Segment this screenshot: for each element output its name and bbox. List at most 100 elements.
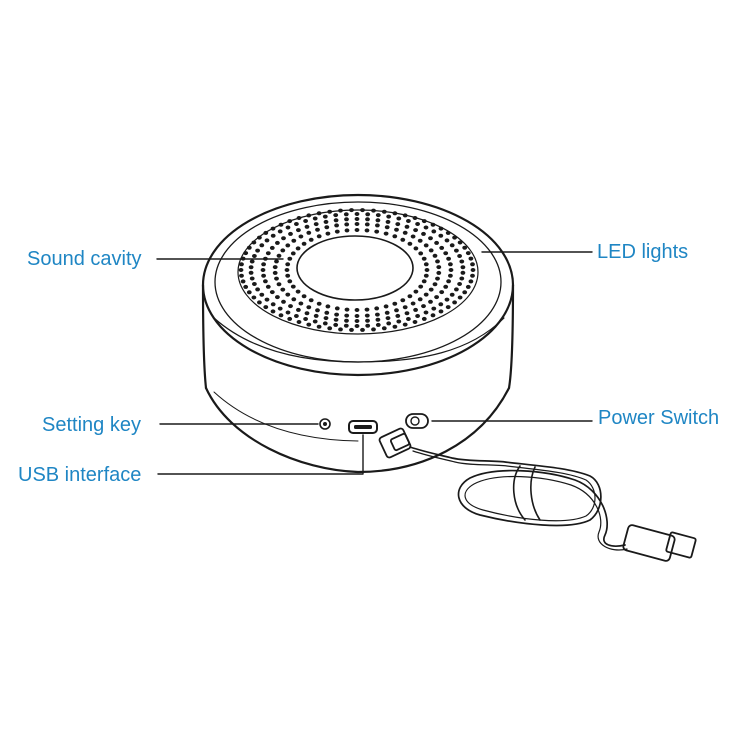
grille-dot [280,248,286,253]
grille-dot [449,243,455,248]
grille-dot [395,222,401,227]
grille-dot [385,316,391,321]
grille-dot [443,284,449,289]
grille-dot [413,228,418,233]
grille-dot [392,211,398,216]
grille-dot [277,229,283,234]
cable-usb-a-plug [622,524,697,562]
grille-dot [381,326,387,331]
grille-dot [259,243,265,248]
grille-dot [421,231,426,236]
grille-dot [306,322,312,327]
grille-dot [371,208,376,213]
grille-dot [239,262,244,267]
grille-dot [324,225,330,230]
grille-dot [344,313,350,318]
grille-dot [252,282,257,286]
grille-dot [438,309,444,314]
grille-dot [402,213,408,218]
usb-port [348,420,378,434]
grille-dot [354,319,360,323]
grille-dot [412,216,418,220]
device-wall-seam [213,317,505,363]
grille-dot [343,212,349,217]
grille-dot [248,265,254,270]
grille-dot [315,227,320,232]
grille-dot [436,270,442,275]
grille-dot [275,240,280,245]
grille-dot [252,254,257,258]
label-led-lights: LED lights [597,241,689,263]
grille-dot [285,243,291,248]
grille-dot [439,245,445,250]
grille-dot [438,302,444,307]
power-switch [405,413,429,429]
grille-dot [465,251,471,256]
grille-dot [392,234,398,239]
grille-dot [315,308,320,313]
grille-dot [392,301,398,306]
grille-dot [406,219,411,223]
grille-dot [270,309,276,314]
grille-dot [238,268,244,272]
grille-dot [400,298,406,303]
grille-dot [265,284,271,289]
grille-dot [457,254,462,258]
grille-dot [415,314,420,318]
grille-dot [431,306,437,311]
grille-dot [448,262,453,267]
grille-dot [294,222,299,226]
grille-dot [290,251,296,256]
grille-dot [313,313,319,318]
grille-dot [349,208,354,213]
grille-dot [384,225,390,230]
grille-dot [322,321,328,326]
grille-dot [365,318,370,323]
grille-dot [364,222,370,227]
grille-dot [323,219,329,224]
grille-dot [261,262,266,267]
grille-dot [383,304,389,309]
grille-dot [459,276,465,281]
grille-dot [313,222,319,227]
speaker-grille-dots [238,208,476,332]
grille-dot [333,322,339,327]
grille-dot [365,323,371,328]
grille-dot [443,251,449,256]
grille-dot [457,240,463,245]
grille-dot [446,256,451,261]
grille-dot [274,259,279,264]
grille-dot [304,311,310,316]
grille-dot [423,273,429,278]
grille-dot [432,282,438,287]
grille-dot [285,292,291,297]
grille-dot [375,213,381,218]
grille-dot [260,268,266,272]
grille-dot [418,251,424,256]
grille-dot [325,304,331,309]
grille-dot [375,317,381,322]
grille-dot [285,273,291,278]
grille-dot [251,295,257,300]
grille-dot [435,259,440,264]
grille-dot [415,222,420,226]
grille-dot [296,307,301,312]
grille-dot [413,307,418,312]
device-lower-seam [213,391,359,442]
leader-usb-interface [157,434,364,475]
grille-dot [413,289,419,294]
grille-dot [402,305,408,310]
grille-dot [270,302,276,307]
grille-dot [240,279,246,284]
grille-dot [428,248,434,253]
grille-dot [439,290,445,295]
grille-dot [303,317,308,321]
grille-dot [452,300,457,305]
grille-dot [410,234,416,239]
grille-dot [291,297,297,302]
grille-dot [272,265,278,270]
grille-dot [407,294,413,299]
grille-dot [364,313,370,318]
grille-dot [246,245,252,250]
